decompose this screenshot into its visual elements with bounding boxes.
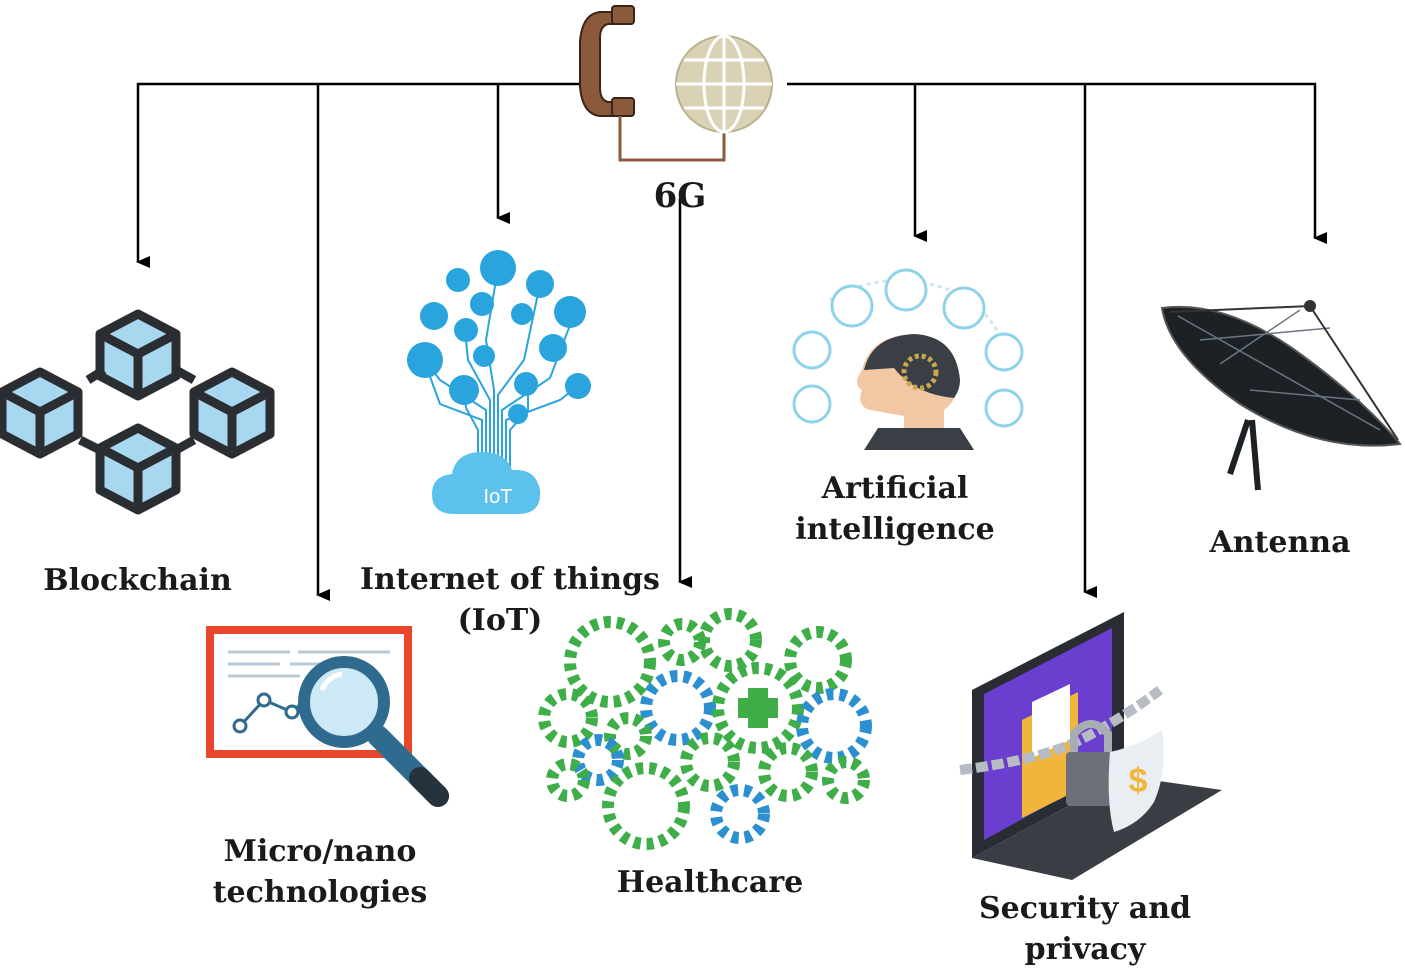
locked-laptop-icon: $ xyxy=(959,612,1222,880)
ai-head-icon xyxy=(792,268,1024,450)
svg-text:$: $ xyxy=(1129,762,1148,800)
magnifier-chart-icon xyxy=(206,626,449,807)
label-healthcare: Healthcare xyxy=(616,865,804,900)
healthcare-gears-icon xyxy=(538,608,872,850)
label-micro-nano: Micro/nano technologies xyxy=(205,831,435,913)
label-blockchain: Blockchain xyxy=(43,563,232,598)
label-security-line2: privacy xyxy=(1024,932,1146,967)
hub-cable xyxy=(618,116,726,162)
arrow-to-blockchain xyxy=(136,82,580,268)
iot-cloud-text: IoT xyxy=(484,486,513,508)
globe-icon xyxy=(675,34,773,134)
label-ai-line1: Artificial xyxy=(821,471,969,506)
arrow-to-ai xyxy=(787,82,1327,244)
label-security-line1: Security and xyxy=(979,891,1191,926)
satellite-dish-icon xyxy=(1160,300,1402,491)
label-security: Security and privacy xyxy=(975,888,1195,970)
connectors xyxy=(136,82,1327,601)
label-antenna: Antenna xyxy=(1209,525,1351,560)
phone-icon xyxy=(579,5,635,117)
label-ai-line2: intelligence xyxy=(795,512,995,547)
label-iot-line2: (IoT) xyxy=(457,603,543,638)
label-micro-nano-line2: technologies xyxy=(212,875,428,910)
label-ai: Artificial intelligence xyxy=(790,468,1000,550)
label-iot-line1: Internet of things xyxy=(360,562,660,597)
iot-tree-icon: IoT xyxy=(407,250,591,514)
label-iot: Internet of things (IoT) xyxy=(360,559,660,641)
label-micro-nano-line1: Micro/nano xyxy=(223,834,417,869)
label-6g: 6G xyxy=(653,176,707,216)
blockchain-icon xyxy=(0,309,275,515)
